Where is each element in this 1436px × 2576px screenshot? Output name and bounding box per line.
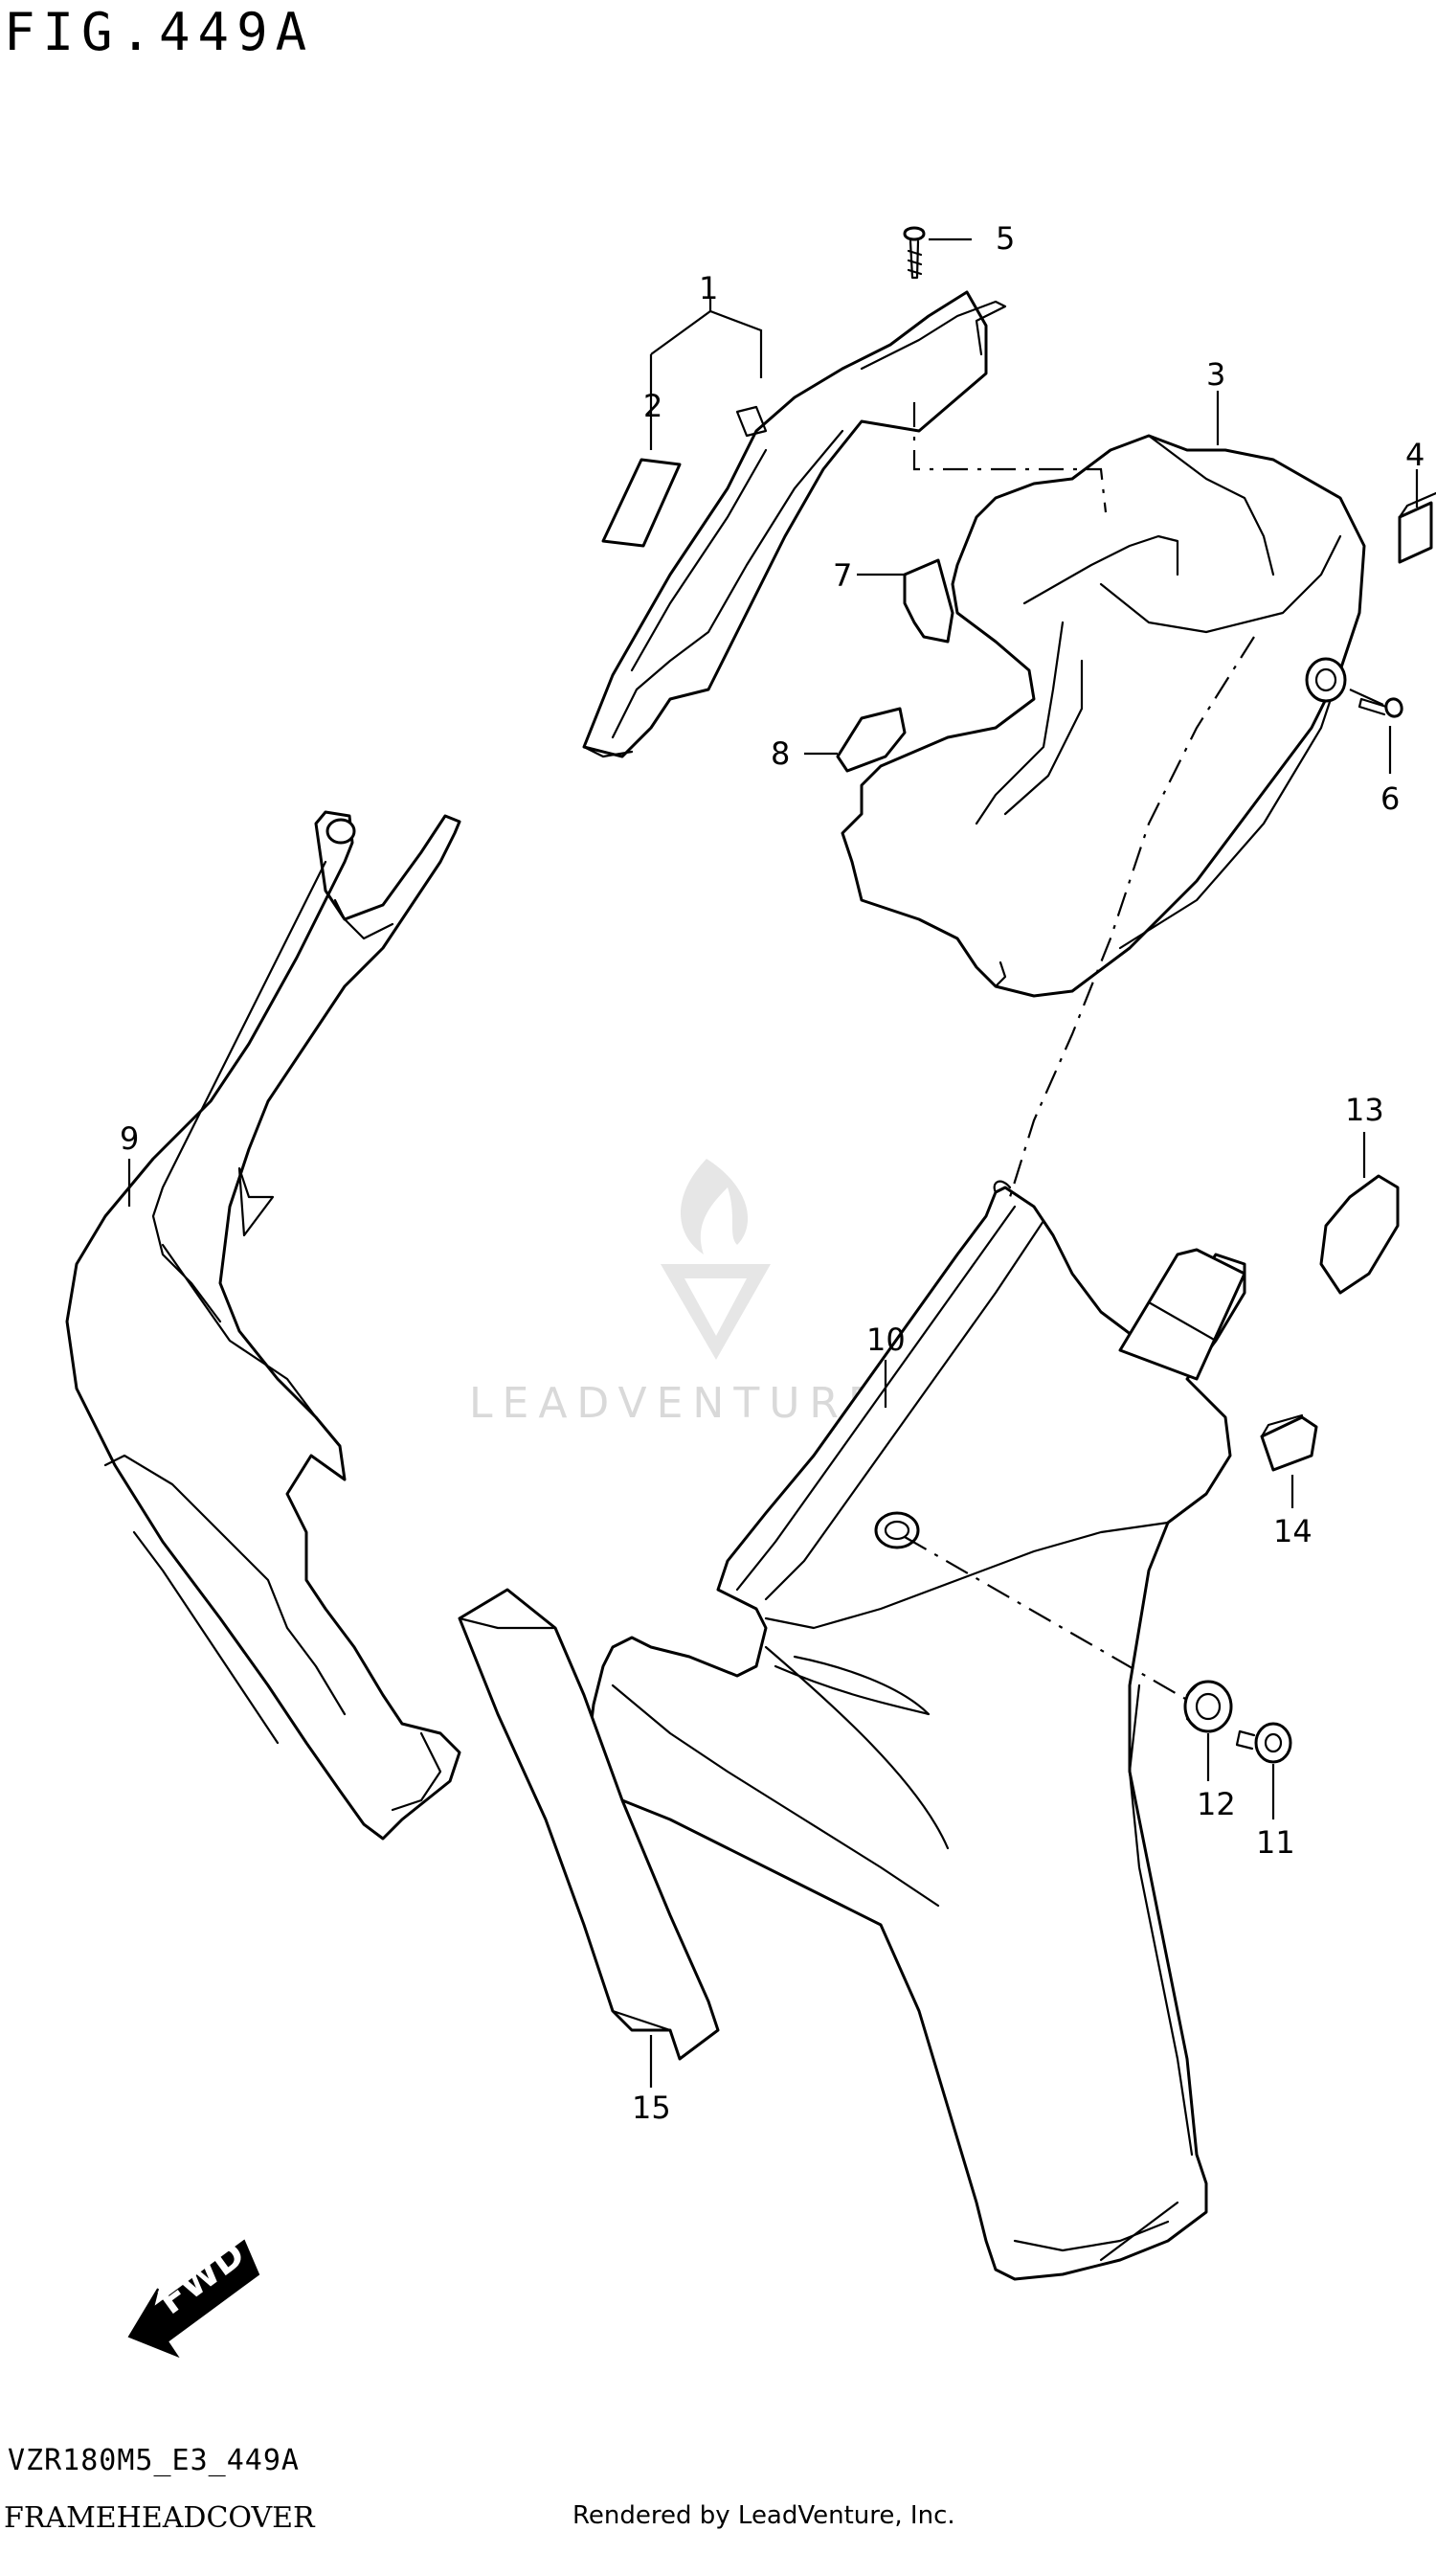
part-1-upper-cover	[582, 290, 1007, 758]
part-6-screw	[1357, 697, 1403, 718]
leader-lines	[127, 237, 1419, 2088]
part-14-cushion	[1260, 1413, 1318, 1472]
callout-14: 14	[1273, 1513, 1313, 1549]
part-15-long-cushion	[458, 1588, 720, 2061]
callout-11: 11	[1256, 1824, 1295, 1861]
callout-3: 3	[1206, 356, 1225, 393]
watermark: LEADVENTURE	[469, 1159, 885, 1428]
diagram-name: FRAMEHEADCOVER	[4, 2501, 315, 2535]
callout-7: 7	[833, 557, 852, 594]
callout-15: 15	[632, 2090, 671, 2126]
part-5-screw	[903, 226, 926, 280]
part-10-main-lower-cover	[587, 1180, 1246, 2281]
callout-6: 6	[1380, 780, 1400, 817]
part-7-cushion	[903, 558, 954, 644]
rendered-by-credit: Rendered by LeadVenture, Inc.	[572, 2501, 955, 2530]
part-13-cushion	[1319, 1174, 1400, 1295]
part-3-inner-cover	[841, 434, 1366, 998]
part-8-cushion	[836, 707, 907, 773]
figure-title: FIG.449A	[4, 2, 315, 62]
callout-13: 13	[1345, 1092, 1384, 1128]
callout-4: 4	[1405, 437, 1425, 473]
callout-10: 10	[866, 1322, 906, 1358]
watermark-text: LEADVENTURE	[469, 1379, 885, 1428]
callout-2: 2	[643, 388, 662, 424]
callout-8: 8	[771, 735, 790, 772]
callout-labels: 1 2 3 4 5 6 7 8 9 10 11 12 13 14 15	[120, 220, 1425, 2126]
model-code: VZR180M5_E3_449A	[8, 2444, 300, 2477]
part-11-screw	[1235, 1722, 1292, 1764]
fwd-direction-arrow: FWD	[127, 2232, 260, 2359]
alignment-lines	[904, 402, 1384, 1701]
callout-9: 9	[120, 1120, 139, 1157]
part-2-tape	[601, 458, 682, 548]
callout-5: 5	[996, 220, 1015, 257]
part-4-cushion	[1398, 491, 1436, 564]
part-12-grommet	[1183, 1680, 1233, 1733]
callout-1: 1	[699, 270, 718, 306]
callout-12: 12	[1197, 1786, 1236, 1822]
part-9-left-cover	[65, 810, 461, 1841]
